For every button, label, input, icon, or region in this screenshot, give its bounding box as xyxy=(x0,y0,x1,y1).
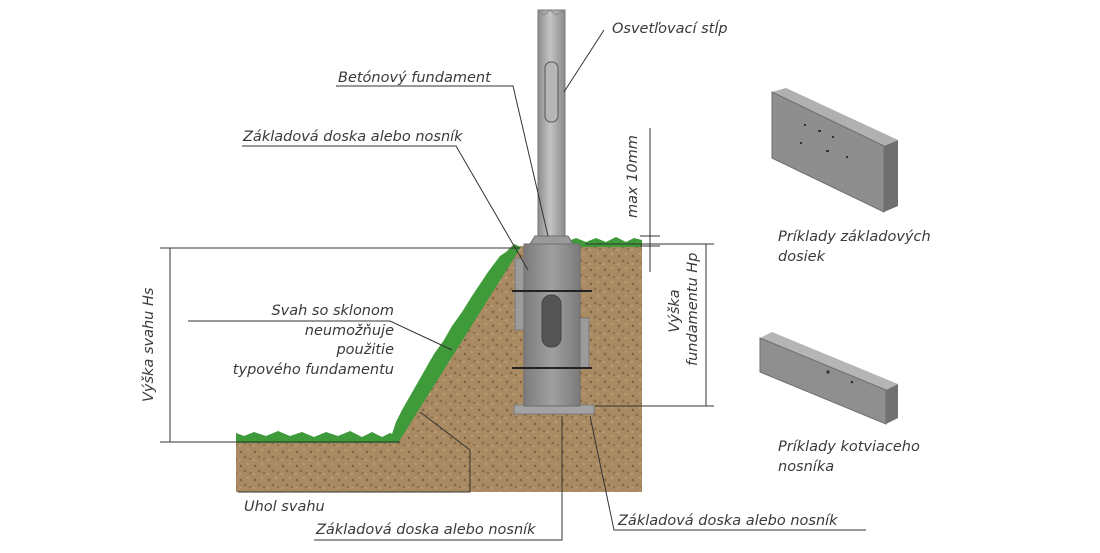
slope-height-label: Výška svahu Hs xyxy=(141,287,157,402)
base-plate-bottom-left-label: Základová doska alebo nosník xyxy=(316,522,536,538)
grass-slope xyxy=(392,244,521,443)
max-gap-dimension xyxy=(640,128,660,272)
pole-shaft xyxy=(537,9,566,243)
caption-line: dosiek xyxy=(778,248,825,265)
caption-line: nosníka xyxy=(778,458,835,475)
foundation-height-line2: fundamentu Hp xyxy=(685,252,702,366)
leader-lines xyxy=(188,29,866,541)
caption-line: Príklady základových xyxy=(778,229,931,245)
anchor-plate-left xyxy=(514,257,525,331)
example-base-plate-block xyxy=(771,88,898,213)
grass-lower xyxy=(236,431,398,443)
foundation-height-label: Výška fundamentu Hp xyxy=(666,252,702,366)
anchor-plate-right xyxy=(579,317,590,369)
example-anchor-beam xyxy=(759,332,898,425)
slope-height-dimension xyxy=(160,247,520,443)
pole-flange xyxy=(529,235,574,245)
pole-label: Osvetľovací stĺp xyxy=(612,21,728,37)
slope-note-line: Svah so sklonom xyxy=(271,303,394,319)
slope-note-line: použitie xyxy=(336,342,394,359)
foundation-height-line1: Výška xyxy=(667,289,683,333)
pole-door xyxy=(544,61,559,123)
max-gap-label: max 10mm xyxy=(625,135,641,218)
foundation-cable-slot xyxy=(541,294,562,348)
base-plate-bottom-right-label: Základová doska alebo nosník xyxy=(618,513,838,529)
example-anchor-beam-caption: Príklady kotviaceho nosníka xyxy=(778,438,920,477)
example-base-plates-caption: Príklady základových dosiek xyxy=(778,228,931,267)
caption-line: Príklady kotviaceho xyxy=(778,439,920,455)
slope-note-line: typového fundamentu xyxy=(232,361,394,378)
slope-note-line: neumožňuje xyxy=(304,322,394,339)
slope-angle-label: Uhol svahu xyxy=(244,499,325,515)
concrete-foundation-label: Betónový fundament xyxy=(338,70,491,86)
base-plate-top-label: Základová doska alebo nosník xyxy=(243,129,463,145)
slope-note-label: Svah so sklonom neumožňuje použitie typo… xyxy=(196,302,394,380)
